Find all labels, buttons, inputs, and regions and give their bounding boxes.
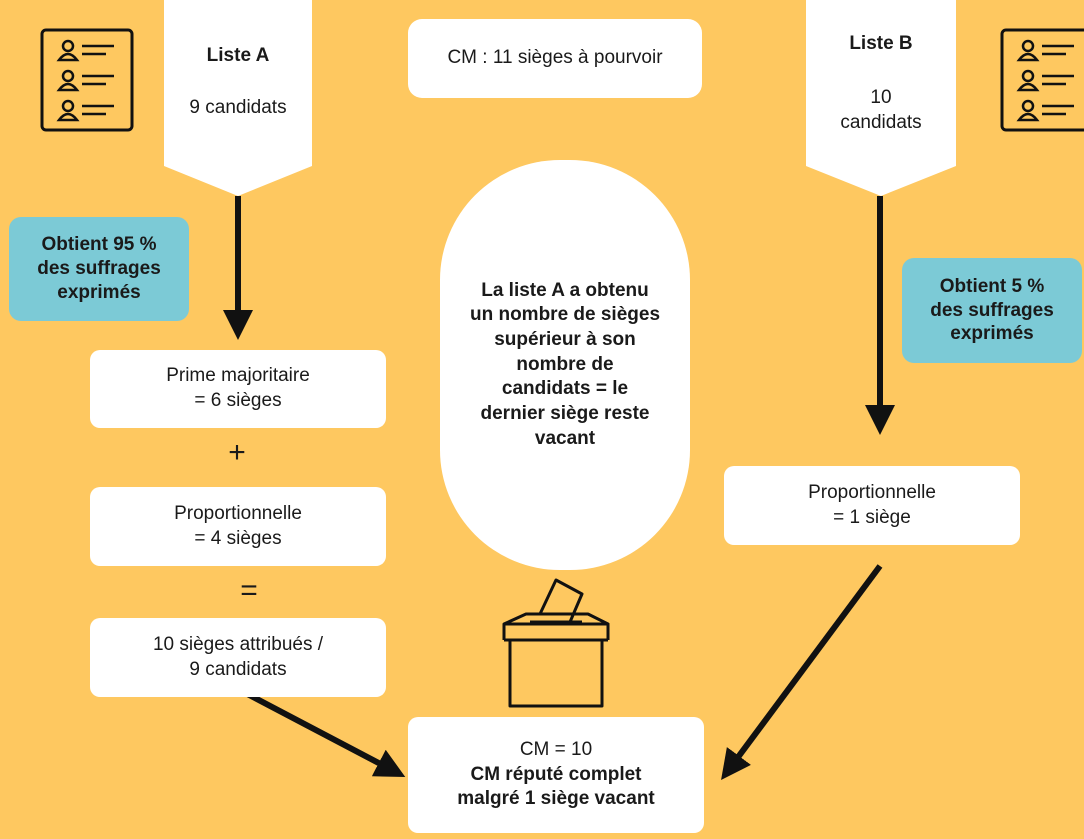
candidate-list-icon	[1000, 28, 1084, 132]
proportional-b-box: Proportionnelle = 1 siège	[724, 466, 1020, 545]
list-b-name: Liste B	[849, 33, 913, 54]
candidate-list-icon	[40, 28, 134, 132]
council-seats-box: CM : 11 sièges à pourvoir	[408, 19, 702, 98]
proportional-a-box: Proportionnelle = 4 sièges	[90, 487, 386, 566]
plus-sign: +	[228, 436, 246, 469]
list-a-candidates: 9 candidats	[189, 97, 287, 118]
majority-bonus-box: Prime majoritaire = 6 sièges	[90, 350, 386, 428]
outcome-line2: CM réputé complet malgré 1 siège vacant	[457, 763, 655, 810]
list-a-flag: Liste A 9 candidats	[164, 0, 312, 198]
ballot-box-icon	[496, 572, 616, 712]
list-a-name: Liste A	[206, 45, 270, 66]
list-b-candidates: 10 candidats	[840, 87, 922, 133]
arrow-a-to-outcome	[234, 685, 406, 777]
arrow-b-to-outcome	[721, 564, 883, 781]
list-a-vote-share: Obtient 95 % des suffrages exprimés	[9, 217, 189, 321]
vacant-seat-note: La liste A a obtenu un nombre de sièges …	[440, 160, 690, 570]
list-b-flag: Liste B 10 candidats	[806, 0, 956, 198]
equals-sign: =	[240, 574, 258, 607]
outcome-box: CM = 10 CM réputé complet malgré 1 siège…	[408, 717, 704, 833]
outcome-line1: CM = 10	[519, 738, 593, 760]
council-seats-label: CM : 11 sièges à pourvoir	[447, 47, 663, 69]
list-b-vote-share: Obtient 5 % des suffrages exprimés	[902, 258, 1082, 363]
seats-attributed-box: 10 sièges attribués / 9 candidats	[90, 618, 386, 697]
